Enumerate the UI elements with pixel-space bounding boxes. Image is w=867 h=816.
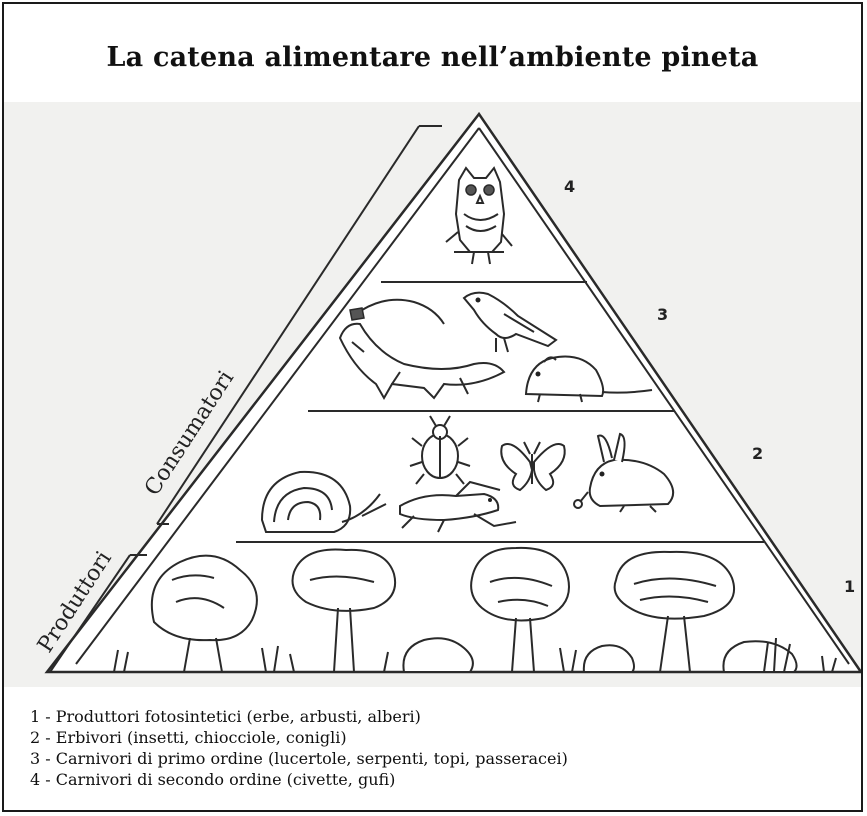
legend-item-4: 4 - Carnivori di secondo ordine (civette… xyxy=(30,769,568,790)
level-number-4: 4 xyxy=(564,177,575,196)
page-title: La catena alimentare nell’ambiente pinet… xyxy=(4,42,861,73)
food-pyramid: .ln { stroke: #2a2a2a; fill: none; strok… xyxy=(4,102,861,687)
level-number-1: 1 xyxy=(844,577,855,596)
level-number-2: 2 xyxy=(752,444,763,463)
legend-item-1: 1 - Produttori fotosintetici (erbe, arbu… xyxy=(30,706,568,727)
legend-item-3: 3 - Carnivori di primo ordine (lucertole… xyxy=(30,748,568,769)
legend-list: 1 - Produttori fotosintetici (erbe, arbu… xyxy=(30,706,568,790)
legend-item-2: 2 - Erbivori (insetti, chiocciole, conig… xyxy=(30,727,568,748)
level-number-3: 3 xyxy=(657,305,668,324)
